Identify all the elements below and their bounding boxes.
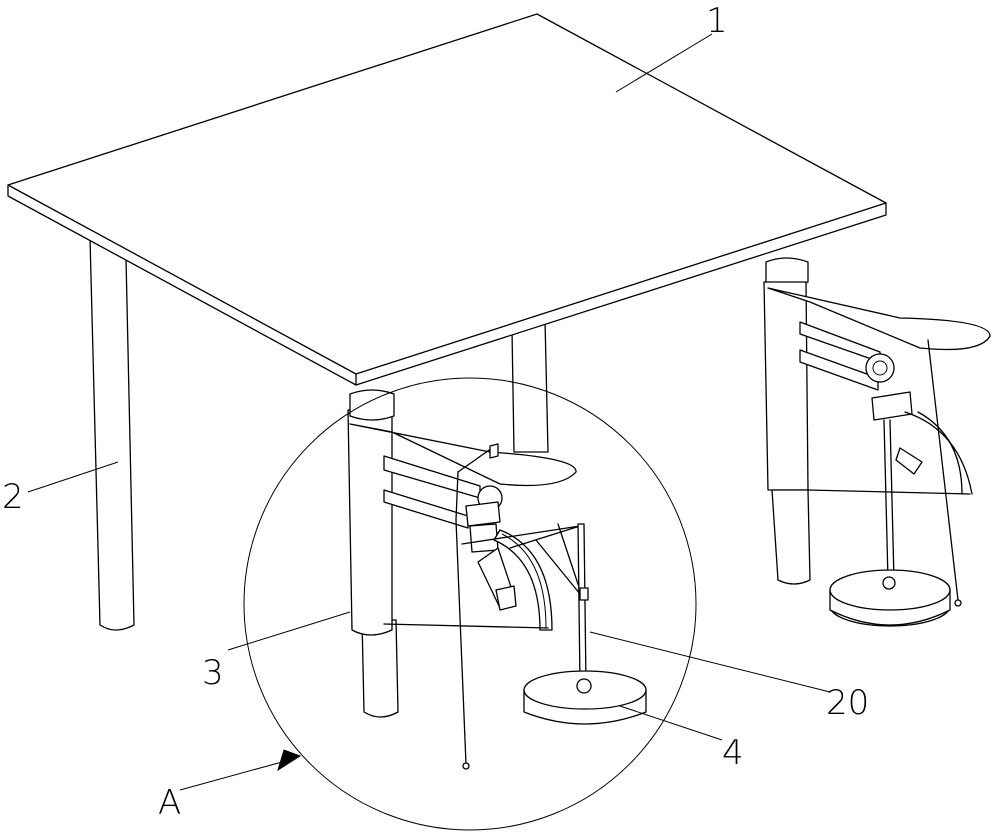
- callout-a: A: [158, 783, 181, 823]
- callout-4: 4: [722, 733, 744, 773]
- leader-line-4: [620, 706, 722, 740]
- right-leg-assembly: [764, 258, 990, 626]
- callout-2: 2: [2, 477, 24, 517]
- leader-line-a: [180, 762, 282, 790]
- arrow-a-icon: [278, 750, 300, 770]
- front-leg-assembly: [348, 390, 646, 769]
- back-left-leg: [90, 238, 134, 630]
- callout-3: 3: [202, 653, 224, 693]
- callout-1: 1: [706, 1, 728, 41]
- leader-line-3: [228, 612, 350, 650]
- detail-circle-a: [244, 378, 696, 830]
- tabletop: [8, 14, 886, 385]
- callout-20: 20: [826, 683, 869, 723]
